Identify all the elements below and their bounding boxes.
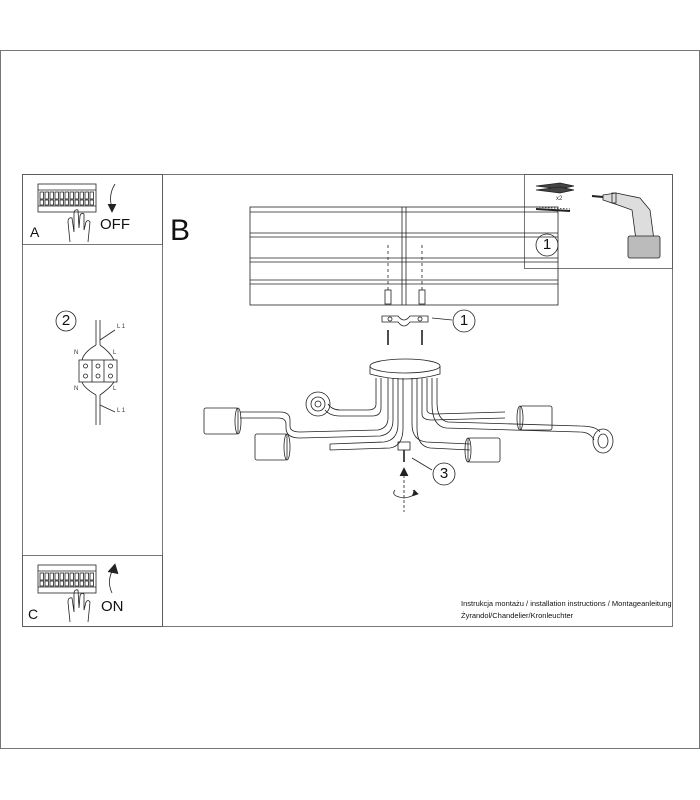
fuse-switch [64, 572, 69, 581]
fuse-switch [89, 572, 94, 581]
fuse-switch-lower [79, 580, 84, 587]
fuse-box-on-icon [37, 564, 97, 594]
fuse-switch-lower [74, 580, 79, 587]
page-frame [0, 50, 700, 749]
fuse-switch-lower [64, 199, 69, 206]
fuse-switch-lower [59, 580, 64, 587]
diagram-frame [22, 174, 673, 627]
ceiling-boards [249, 206, 559, 306]
fuse-switch-lower [39, 199, 44, 206]
fuse-switch-lower [59, 199, 64, 206]
screw-kit-icon [535, 182, 575, 212]
fuse-switch-lower [84, 580, 89, 587]
drill-icon [591, 192, 661, 259]
fuse-switch-lower [89, 199, 94, 206]
fuse-switch [44, 191, 49, 200]
fuse-switch [79, 191, 84, 200]
panel-c-letter: C [28, 606, 39, 622]
panel-c-on-label: ON [101, 598, 124, 615]
dowel-right [418, 289, 426, 305]
fuse-switch-lower [74, 199, 79, 206]
fuse-switch [54, 191, 59, 200]
fuse-switch-lower [49, 199, 54, 206]
panel-a-letter: A [30, 224, 40, 240]
fuse-switch-lower [69, 199, 74, 206]
fuse-switch [69, 572, 74, 581]
fuse-switch [54, 572, 59, 581]
fuse-switch-lower [84, 199, 89, 206]
panel-a-box [22, 174, 163, 245]
fuse-switch [44, 572, 49, 581]
step-2-label: 2 [61, 312, 71, 329]
terminal-block-diagram [78, 320, 118, 425]
step-1b-circle [452, 309, 476, 333]
fuse-switch-lower [79, 199, 84, 206]
dowel-left [384, 289, 392, 305]
fuse-switch-lower [39, 580, 44, 587]
step-1b-label: 1 [459, 312, 469, 329]
kit-quantity-label: x2 [556, 196, 563, 202]
fuse-switch [84, 572, 89, 581]
wire-bottom-right-label: L [113, 386, 117, 392]
panel-b-letter: B [170, 214, 191, 247]
fuse-switch [39, 191, 44, 200]
fuse-switch [69, 191, 74, 200]
step-3-circle [432, 462, 456, 486]
chandelier-drawing [203, 358, 614, 463]
fixing-bolt [397, 441, 411, 462]
fuse-switch [89, 191, 94, 200]
caption-instructions: Instrukcja montażu / installation instru… [461, 599, 672, 608]
fuse-switch [64, 191, 69, 200]
wire-top-right-label: L [113, 350, 117, 356]
fuse-switch [74, 191, 79, 200]
fuse-switch [49, 572, 54, 581]
fuse-switch [59, 572, 64, 581]
fuse-switch-lower [49, 580, 54, 587]
fuse-switch-lower [44, 199, 49, 206]
panel-c-box [22, 555, 163, 627]
fuse-switch-lower [89, 580, 94, 587]
step-2-circle [55, 310, 77, 332]
wire-bottom-live-label: L 1 [117, 408, 126, 414]
fuse-switch [79, 572, 84, 581]
wire-top-left-label: N [74, 350, 79, 356]
fuse-switch [84, 191, 89, 200]
drill-panel-box [524, 174, 673, 269]
step-3-label: 3 [439, 465, 449, 482]
panel-a-off-label: OFF [100, 216, 130, 233]
fuse-switch-lower [54, 199, 59, 206]
fuse-switch-lower [44, 580, 49, 587]
fuse-switch [49, 191, 54, 200]
fuse-box-off-icon [37, 183, 97, 213]
fuse-switch-lower [69, 580, 74, 587]
step-1-circle [535, 233, 559, 257]
caption-product: Żyrandol/Chandelier/Kronleuchter [461, 611, 574, 620]
mounting-bracket [381, 315, 429, 327]
wire-top-live-label: L 1 [117, 324, 126, 330]
step-1-label: 1 [542, 236, 552, 253]
hand-icon-c [67, 589, 91, 623]
hand-icon [67, 209, 91, 243]
fuse-switch-lower [64, 580, 69, 587]
fuse-switch [59, 191, 64, 200]
fuse-switch [74, 572, 79, 581]
fuse-switch-lower [54, 580, 59, 587]
fuse-switch [39, 572, 44, 581]
wire-bottom-left-label: N [74, 386, 79, 392]
